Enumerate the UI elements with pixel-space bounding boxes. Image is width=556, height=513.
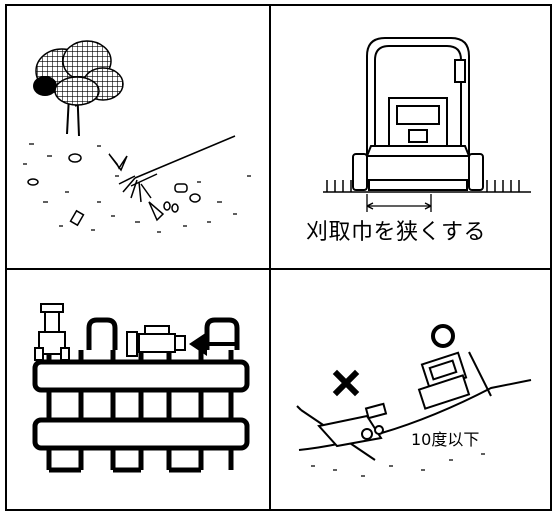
mowing-pattern-illustration — [32, 303, 250, 473]
front-mower-illustration — [323, 37, 531, 212]
grid-horizontal-divider — [5, 268, 552, 270]
grid-vertical-divider — [269, 4, 271, 511]
cut-width-caption: 刈取巾を狭くする — [306, 220, 487, 245]
mowing-path-icon — [32, 317, 250, 473]
mower-top-icon — [34, 303, 70, 361]
panel-remove-debris — [7, 6, 269, 268]
panel-slope: 10度以下 — [271, 270, 550, 509]
panel-cut-width: 刈取巾を狭くする — [271, 6, 550, 268]
upright-mower-icon — [417, 351, 492, 410]
tree-icon — [33, 40, 124, 137]
ground-ticks-icon — [311, 453, 485, 477]
direction-arrow-icon — [189, 332, 239, 356]
ok-symbol-icon — [431, 324, 455, 348]
tilted-mower-icon — [317, 402, 388, 448]
slope-illustration — [296, 324, 532, 477]
mower-side-icon — [126, 325, 186, 357]
slope-caption: 10度以下 — [411, 430, 480, 449]
grass-ticks-icon — [23, 143, 251, 233]
mower-front-icon — [352, 37, 484, 191]
panel-mowing-pattern — [7, 270, 269, 509]
debris-illustration — [23, 40, 251, 233]
ng-symbol-icon — [332, 369, 360, 397]
grass-line-icon — [323, 180, 531, 193]
width-arrow-icon — [366, 194, 432, 212]
debris-items-icon — [27, 153, 201, 227]
rake-icon — [118, 135, 236, 203]
panel-grid-border — [5, 4, 552, 511]
